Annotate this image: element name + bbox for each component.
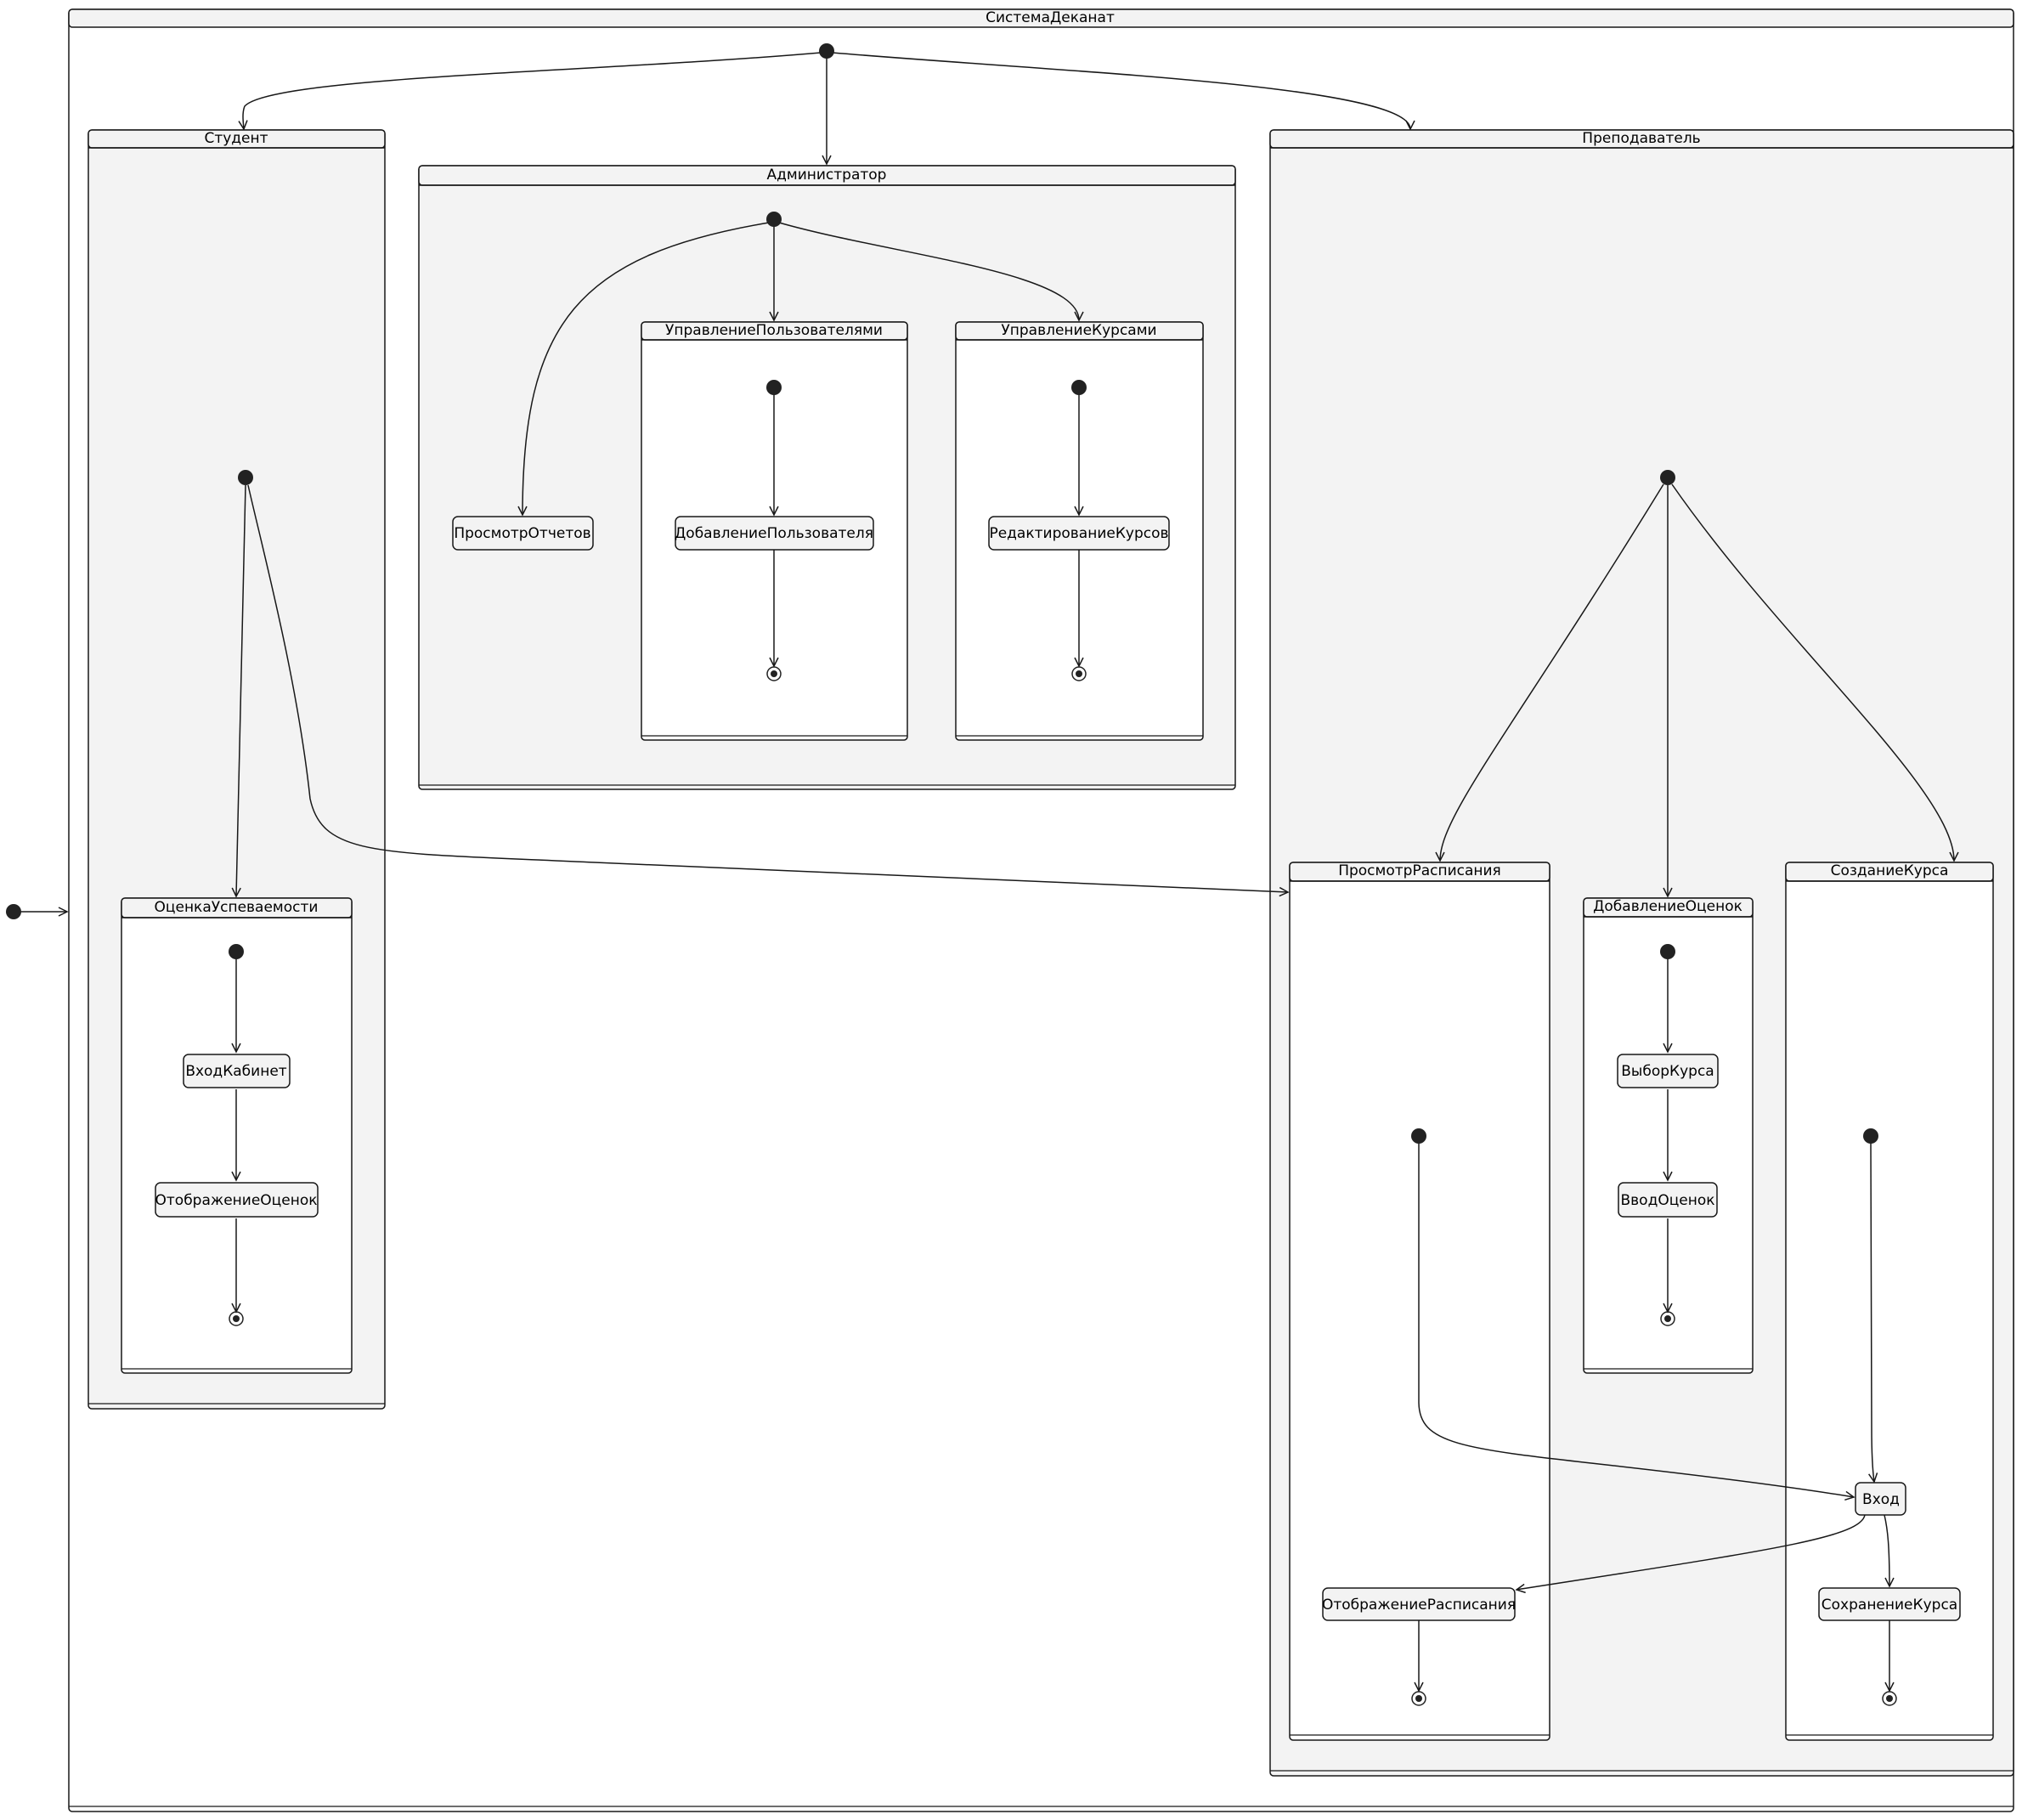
schedule-composite: ПросмотрРасписания [1289,862,1550,1741]
state-edit-courses-label: РедактированиеКурсов [989,525,1168,542]
state-show-grades-label: ОтображениеОценок [155,1192,318,1209]
state-show-grades: ОтображениеОценок [155,1182,319,1218]
system-title: СистемаДеканат [986,9,1115,26]
state-show-schedule: ОтображениеРасписания [1322,1587,1516,1621]
final-schedule [1411,1691,1426,1706]
final-states [229,666,1897,1706]
state-login-cabinet-label: ВходКабинет [185,1063,286,1080]
final-users [766,666,782,681]
state-edit-courses: РедактированиеКурсов [988,516,1170,551]
transitions [20,52,1959,1693]
student-title: Студент [204,130,268,147]
users-title: УправлениеПользователями [665,322,883,339]
initial-courses [1071,380,1087,395]
schedule-title: ПросмотрРасписания [1338,862,1501,879]
grades-title: ОценкаУспеваемости [155,899,319,916]
state-select-course-label: ВыборКурса [1621,1063,1714,1080]
state-enter-grades: ВводОценок [1618,1182,1718,1218]
state-save-course-label: СохранениеКурса [1822,1597,1957,1614]
final-grades [229,1311,244,1326]
initial-outer [6,904,21,919]
courses-title: УправлениеКурсами [1001,322,1156,339]
state-save-course: СохранениеКурса [1818,1587,1961,1621]
add-grades-title: ДобавлениеОценок [1593,898,1742,915]
initial-users [766,380,782,395]
initial-admin [766,212,782,227]
state-login-cabinet: ВходКабинет [183,1054,291,1088]
admin-title: Администратор [767,167,887,184]
initial-add-grades [1660,944,1675,959]
teacher-title: Преподаватель [1582,130,1700,147]
final-add-grades [1660,1311,1675,1326]
initial-schedule [1411,1128,1426,1144]
create-course-composite: СозданиеКурса [1785,862,1994,1741]
initial-teacher [1660,470,1675,485]
state-show-schedule-label: ОтображениеРасписания [1322,1597,1516,1614]
state-login: Вход [1855,1482,1906,1516]
final-courses [1071,666,1087,681]
state-add-user: ДобавлениеПользователя [675,516,874,551]
create-course-title: СозданиеКурса [1831,862,1949,879]
initial-student [238,470,253,485]
state-add-user-label: ДобавлениеПользователя [675,525,873,542]
initial-grades [229,944,244,959]
initial-states [6,43,1878,1144]
state-view-reports: ПросмотрОтчетов [452,516,594,551]
state-enter-grades-label: ВводОценок [1620,1192,1714,1209]
state-select-course: ВыборКурса [1617,1054,1719,1088]
state-login-label: Вход [1862,1491,1900,1508]
initial-create-course [1863,1128,1878,1144]
state-view-reports-label: ПросмотрОтчетов [454,525,590,542]
initial-system [819,43,834,59]
final-create-course [1882,1691,1897,1706]
